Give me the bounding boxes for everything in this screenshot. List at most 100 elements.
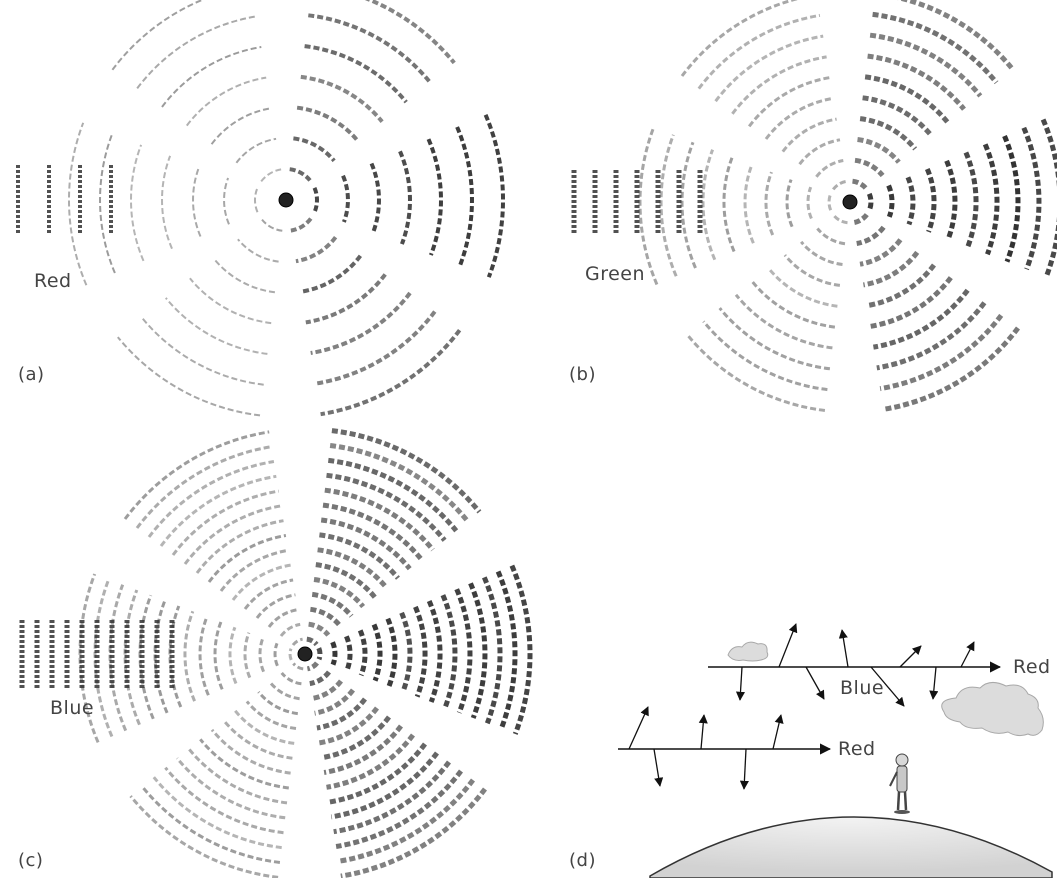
panel-b-wave-pattern [574, 0, 1057, 411]
scattered-wavefront [766, 172, 773, 235]
scattered-wavefront [290, 649, 291, 660]
panel-a-color-label: Red [34, 270, 72, 292]
field-vector-arrow [806, 667, 824, 699]
panel-b-letter: (b) [569, 364, 596, 385]
scattered-wavefront [800, 140, 840, 164]
scattered-wavefront [857, 227, 884, 243]
scattered-wavefront [1043, 120, 1057, 277]
scattered-wavefront [834, 215, 848, 223]
scattered-wavefront [297, 108, 358, 142]
scattered-wavefront [341, 789, 485, 876]
scattered-wavefront [293, 639, 303, 645]
scatter-color-label: Blue [840, 677, 884, 699]
scattered-wavefront [400, 151, 410, 244]
scattered-wavefront [282, 673, 302, 684]
scattered-wavefront [512, 566, 530, 734]
scattered-wavefront [125, 432, 269, 519]
scattered-wavefront [131, 796, 279, 877]
scattered-wavefront [290, 169, 310, 180]
lower-ray-label: Red [838, 738, 876, 760]
scattered-wavefront [346, 636, 350, 670]
scattered-wavefront [317, 699, 365, 728]
scattered-wavefront [415, 607, 425, 697]
scattered-wavefront [457, 589, 470, 713]
field-vector-arrow [654, 749, 660, 786]
scattered-wavefront [661, 135, 676, 276]
scattered-wavefront [260, 638, 264, 672]
field-vector-arrow [842, 630, 848, 667]
scattered-wavefront [307, 639, 317, 644]
scattered-wavefront [486, 115, 503, 277]
scattered-wavefront [257, 595, 295, 618]
scattered-wavefront [306, 274, 385, 322]
scattered-wavefront [769, 268, 838, 306]
scattered-wavefront [162, 47, 261, 107]
panel-c-wave-pattern [22, 431, 530, 878]
field-vector-arrow [744, 749, 746, 789]
field-vector-arrow [779, 624, 796, 667]
panel-a-wave-pattern [18, 0, 503, 415]
scattered-wavefront [927, 169, 934, 232]
lower-ray-field-vectors [629, 707, 781, 789]
scattered-wavefront [443, 595, 455, 707]
scattered-wavefront [429, 139, 441, 255]
scattered-wavefront [305, 46, 407, 102]
large-cloud [942, 682, 1044, 735]
scattering-particle [843, 195, 857, 209]
scattered-wavefront [312, 594, 351, 616]
scattered-wavefront [716, 36, 824, 101]
scattered-wavefront [833, 181, 847, 189]
scattered-wavefront [388, 619, 395, 686]
scattered-wavefront [372, 164, 379, 234]
panel-d-letter: (d) [569, 850, 596, 871]
scattered-wavefront [293, 138, 334, 160]
scattered-wavefront [873, 14, 997, 82]
scattered-wavefront [704, 321, 828, 389]
scattered-wavefront [100, 134, 115, 273]
scattered-wavefront [332, 431, 480, 512]
field-vector-arrow [629, 707, 648, 749]
panel-c-letter: (c) [18, 850, 43, 871]
scattered-wavefront [197, 521, 284, 573]
scattered-wavefront [301, 256, 361, 292]
scattered-wavefront [238, 239, 279, 261]
scattered-wavefront [224, 178, 229, 224]
scattered-wavefront [315, 188, 318, 211]
scattered-wavefront [193, 167, 200, 237]
scattered-wavefront [853, 215, 867, 223]
scattered-wavefront [142, 318, 264, 385]
scattering-particle [298, 647, 312, 661]
scattered-wavefront [214, 259, 275, 293]
panel-b-color-label: Green [585, 263, 645, 285]
scattered-wavefront [724, 157, 734, 251]
scattered-wavefront [687, 335, 825, 411]
panel-c-color-label: Blue [50, 697, 94, 719]
scattered-wavefront [1005, 136, 1018, 262]
scattered-wavefront [69, 123, 86, 285]
scattered-wavefront [162, 156, 172, 249]
scattered-wavefront [699, 15, 820, 88]
scattered-wavefront [259, 692, 298, 714]
scattered-wavefront [787, 180, 792, 227]
scattered-wavefront [166, 298, 268, 354]
scattered-wavefront [275, 643, 277, 666]
scattered-wavefront [301, 77, 382, 122]
scattered-wavefront [985, 144, 997, 254]
scattered-wavefront [785, 255, 840, 285]
scattered-wavefront [319, 648, 320, 659]
scattered-wavefront [187, 78, 266, 126]
scattered-wavefront [245, 580, 293, 609]
scattered-wavefront [640, 127, 657, 284]
scattered-wavefront [149, 462, 274, 538]
scattered-wavefront [131, 145, 143, 261]
scattered-wavefront [889, 186, 892, 217]
earth-surface [650, 817, 1052, 878]
scattered-wavefront [321, 520, 410, 569]
scattered-wavefront [212, 108, 272, 144]
small-cloud [728, 642, 768, 661]
scattered-wavefront [212, 730, 291, 773]
scattered-wavefront [471, 583, 485, 718]
scattered-wavefront [255, 189, 258, 212]
scattered-wavefront [312, 681, 341, 698]
